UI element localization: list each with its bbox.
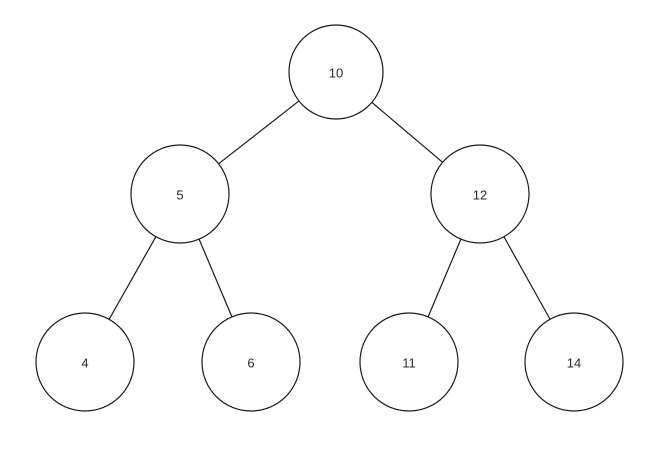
node-circle-6[interactable] [201,312,301,412]
node-circle-10[interactable] [288,24,384,120]
node-label-6: 6 [247,356,254,371]
node-circle-5[interactable] [130,144,230,244]
node-label-14: 14 [567,356,581,371]
node-label-4: 4 [81,356,88,371]
node-label-11: 11 [402,356,416,371]
tree-edge-5-6 [198,238,233,318]
tree-node-5[interactable]: 5 [130,144,230,244]
edges-group [108,100,551,320]
node-label-5: 5 [176,188,183,203]
tree-node-14[interactable]: 14 [524,312,624,412]
node-circle-14[interactable] [524,312,624,412]
tree-edge-10-5 [218,100,300,165]
tree-node-10[interactable]: 10 [288,24,384,120]
tree-edge-10-12 [371,101,444,163]
tree-edge-12-14 [503,236,551,320]
node-label-12: 12 [473,188,487,203]
node-circle-4[interactable] [35,312,135,412]
tree-edge-5-4 [108,236,157,320]
node-circle-11[interactable] [359,312,459,412]
tree-node-11[interactable]: 11 [359,312,459,412]
node-label-10: 10 [329,66,343,81]
tree-node-12[interactable]: 12 [430,144,530,244]
tree-node-4[interactable]: 4 [35,312,135,412]
tree-edge-12-11 [427,238,462,318]
nodes-group: 10 5 12 4 6 11 14 [35,24,624,412]
node-circle-12[interactable] [430,144,530,244]
tree-node-6[interactable]: 6 [201,312,301,412]
